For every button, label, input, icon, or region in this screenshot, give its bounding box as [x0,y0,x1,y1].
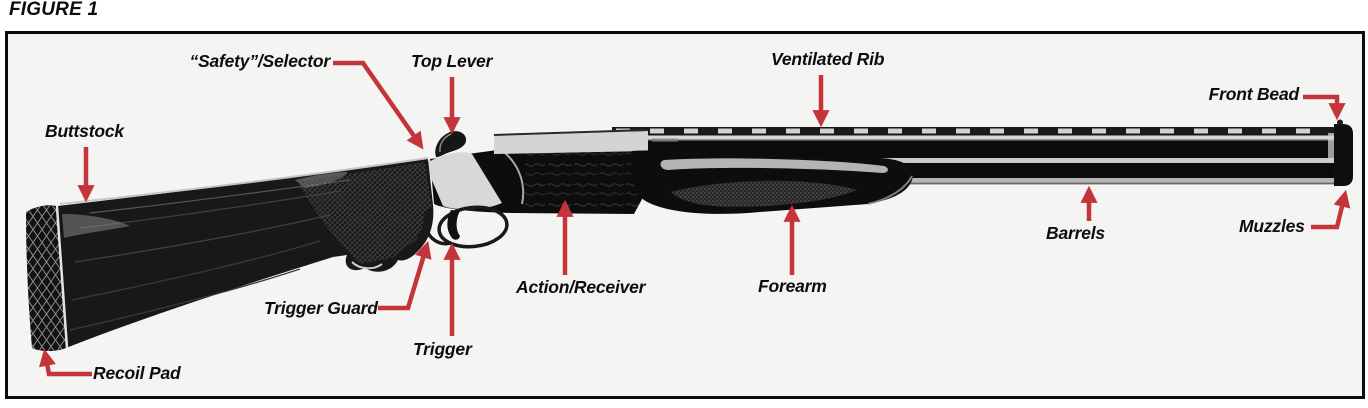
label-ventilated-rib: Ventilated Rib [771,49,885,69]
label-front-bead: Front Bead [1208,84,1300,104]
label-trigger: Trigger [413,339,472,359]
label-recoil-pad: Recoil Pad [93,363,181,383]
barrel-marking [652,138,678,142]
label-muzzles: Muzzles [1239,216,1305,236]
label-forearm: Forearm [758,276,827,296]
label-buttstock: Buttstock [45,121,124,141]
buttstock-graphic [58,157,434,348]
front-bead-graphic [1337,119,1343,126]
muzzle-cap [1334,124,1353,186]
label-top-lever: Top Lever [411,51,493,71]
arrow-safety-selector [333,60,424,150]
leader-arrows [39,60,1351,377]
arrow-front-bead [1303,94,1346,121]
top-lever-graphic [435,131,467,158]
recoil-pad-graphic [26,205,69,351]
trigger-guard-graphic [423,205,509,249]
figure-title: FIGURE 1 [9,0,99,20]
arrow-trigger-guard [378,240,432,311]
arrow-recoil-pad [39,348,92,377]
trigger-graphic [447,210,460,240]
receiver-graphic [425,129,649,214]
label-barrels: Barrels [1046,223,1105,243]
label-trigger-guard: Trigger Guard [264,298,378,318]
label-action-receiver: Action/Receiver [516,277,646,297]
forearm-graphic [631,150,914,214]
arrow-muzzles [1311,189,1351,230]
label-safety-selector: “Safety”/Selector [189,51,330,71]
